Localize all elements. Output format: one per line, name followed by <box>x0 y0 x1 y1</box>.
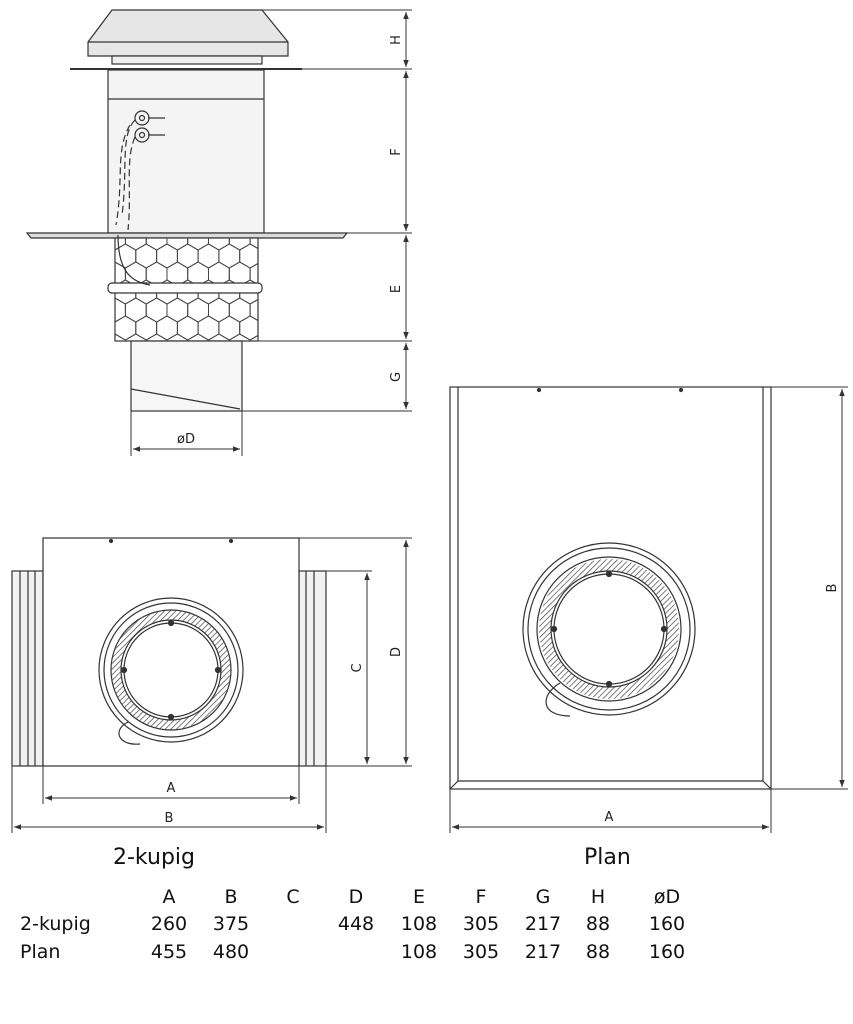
insulation-cell <box>240 352 261 376</box>
side-view <box>25 9 349 412</box>
dim-label-b-plan: B <box>825 584 840 593</box>
table-row: 2-kupig 260 375 448 108 305 217 88 160 <box>20 910 712 938</box>
table-cell: 448 <box>337 913 375 935</box>
table-cell: 305 <box>462 941 500 963</box>
dim-label-f: F <box>389 148 404 155</box>
insulation-cell <box>261 352 282 376</box>
caption-plan: Plan <box>584 845 631 870</box>
table-cell: 217 <box>524 913 562 935</box>
technical-drawing: H F E G øD <box>11 9 848 833</box>
table-cell: 455 <box>150 941 188 963</box>
table-row: Plan 455 480 108 305 217 88 160 <box>20 938 712 966</box>
table-cell: 88 <box>585 941 611 963</box>
top-view-plan <box>449 386 772 790</box>
side-flange-right <box>298 570 327 767</box>
insulation-cell <box>261 316 282 340</box>
table-cell <box>262 910 324 938</box>
table-header: A <box>162 886 176 908</box>
insulation-cell <box>187 333 209 341</box>
table-cell: 108 <box>400 941 438 963</box>
table-cell <box>324 938 388 966</box>
insulation-cell <box>105 370 126 394</box>
dim-label-d: D <box>389 647 404 657</box>
insulation-cell <box>208 333 230 341</box>
table-cell: 160 <box>648 941 686 963</box>
insulation-cell <box>166 333 189 341</box>
insulation-cell <box>124 333 147 341</box>
table-cell: 260 <box>150 913 188 935</box>
table-header: C <box>286 886 300 908</box>
table-header: H <box>590 886 606 908</box>
dim-label-c: C <box>350 663 365 672</box>
dim-label-b-2-kupig: B <box>165 811 174 826</box>
table-cell: 375 <box>212 913 250 935</box>
plan-dimensions <box>449 386 848 833</box>
side-dimensions <box>130 9 412 456</box>
table-row-name: 2-kupig <box>20 913 91 935</box>
table-cell <box>262 938 324 966</box>
table-cell: 217 <box>524 941 562 963</box>
table-header: D <box>348 886 364 908</box>
table-cell: 305 <box>462 913 500 935</box>
top-view-2-kupig <box>11 537 327 767</box>
table-header: G <box>535 886 551 908</box>
dimension-table: A B C D E F G H øD 2-kupig 260 375 448 1… <box>20 886 712 966</box>
roof-cap <box>87 9 289 57</box>
table-header: E <box>412 886 425 908</box>
table-header: øD <box>653 886 681 908</box>
insulation-cell <box>145 333 168 341</box>
dim-label-a-2-kupig: A <box>167 781 176 796</box>
table-header-row: A B C D E F G H øD <box>20 886 712 910</box>
table-cell: 160 <box>648 913 686 935</box>
table-cell: 108 <box>400 913 438 935</box>
table-header: B <box>224 886 238 908</box>
dim-label-g: G <box>389 372 404 382</box>
insulation-cell <box>261 244 282 268</box>
dim-label-a-plan: A <box>605 810 614 825</box>
dim-label-e: E <box>389 285 404 293</box>
table-row-name: Plan <box>20 941 61 963</box>
table-header: F <box>475 886 487 908</box>
dim-label-h: H <box>389 35 404 45</box>
caption-2-kupig: 2-kupig <box>113 845 195 870</box>
insulation-cell <box>228 333 251 341</box>
table-corner <box>20 886 138 910</box>
spigot <box>130 340 243 412</box>
housing <box>107 69 265 234</box>
table-cell: 480 <box>212 941 250 963</box>
2-kupig-dimensions <box>11 537 412 833</box>
dim-label-diameter: øD <box>177 432 195 447</box>
roof-plate <box>25 232 349 239</box>
insulation-cell <box>261 280 282 304</box>
table-cell: 88 <box>585 913 611 935</box>
insulation-cell <box>250 370 271 394</box>
